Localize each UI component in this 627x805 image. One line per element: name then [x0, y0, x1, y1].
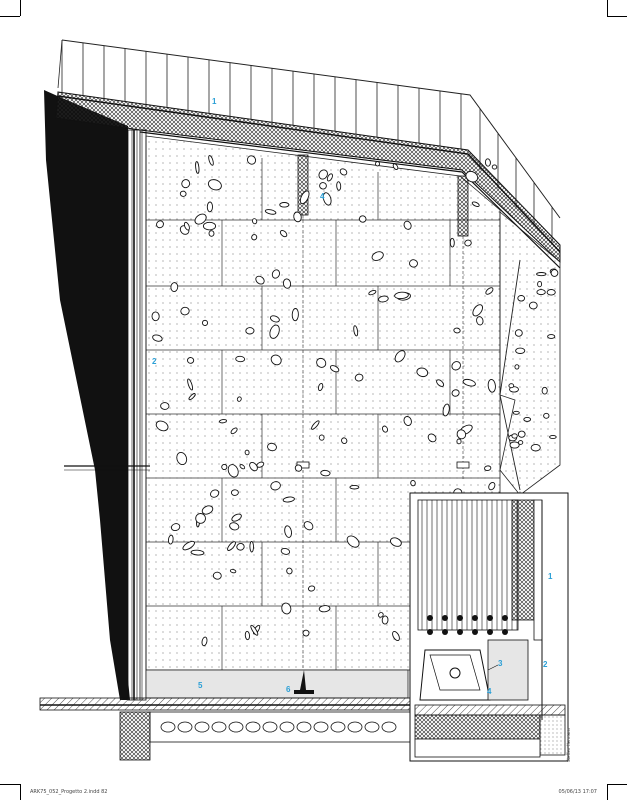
climbing-holds [151, 155, 559, 654]
facade-glazing [127, 129, 147, 701]
crop-mark-br [607, 784, 627, 785]
detail-callout-2: 2 [543, 660, 548, 669]
gravel-fill [160, 721, 397, 733]
crop-mark-bl [0, 784, 20, 785]
footer-file-slug: ARK75_052_Progetto 2.indd 82 [30, 789, 108, 795]
callout-6: 6 [286, 685, 291, 694]
callout-2: 2 [152, 357, 157, 366]
top-railing [57, 39, 561, 244]
floor-slab [145, 669, 409, 699]
photo-credit: Steffen Hermann [566, 727, 571, 762]
detail-callout-3: 3 [498, 659, 503, 668]
crop-mark-tr [607, 16, 627, 17]
crop-mark-tl-v [20, 0, 21, 16]
crop-mark-br-v [607, 784, 608, 800]
steel-columns [296, 154, 470, 680]
inclined-climbing-wall [499, 211, 561, 496]
footer-timestamp: 05/06/13 17:07 [558, 789, 597, 795]
crop-mark-tr-v [607, 0, 608, 16]
callout-4: 4 [320, 192, 325, 201]
roof-buildup [55, 91, 561, 264]
crop-mark-bl-v [20, 784, 21, 800]
callout-1: 1 [212, 97, 217, 106]
detail-inset [409, 492, 569, 762]
callout-5: 5 [198, 681, 203, 690]
detail-callout-1: 1 [548, 572, 553, 581]
detail-callout-4: 4 [487, 687, 492, 696]
dark-facade-cladding [44, 90, 130, 700]
crop-mark-tl [0, 16, 20, 17]
